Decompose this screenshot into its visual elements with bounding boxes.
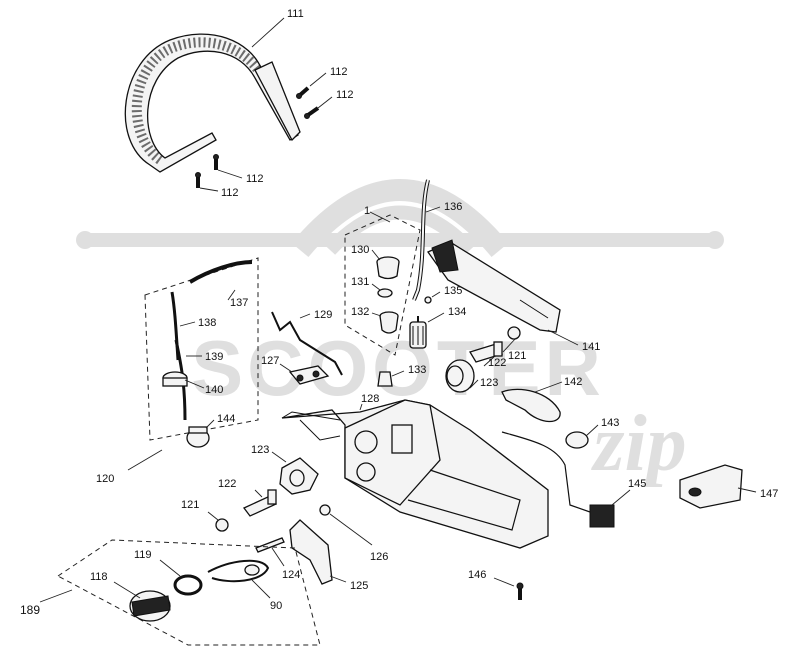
part-119-oring <box>173 574 203 596</box>
kit-box-120 <box>144 257 259 441</box>
label-112-b: 112 <box>336 89 354 101</box>
label-189: 189 <box>20 603 40 617</box>
label-139: 139 <box>205 351 223 363</box>
label-121-b: 121 <box>181 499 199 511</box>
label-133: 133 <box>408 364 426 376</box>
part-122-lower <box>242 489 278 517</box>
part-131 <box>377 288 393 298</box>
part-137 <box>188 260 253 284</box>
label-121-a: 121 <box>508 350 526 362</box>
part-136-fuel-line <box>412 179 430 301</box>
watermark-subtext: zip <box>590 400 686 488</box>
part-130 <box>376 256 400 280</box>
kit-box-189 <box>57 539 321 646</box>
part-145-switch <box>501 431 615 528</box>
label-137: 137 <box>230 297 248 309</box>
label-111: 111 <box>287 8 304 20</box>
label-128: 128 <box>361 393 379 405</box>
label-143: 143 <box>601 417 619 429</box>
label-1: 1 <box>364 205 370 217</box>
label-126: 126 <box>370 551 388 563</box>
screw-112a <box>296 86 310 99</box>
screw-112d <box>195 172 201 188</box>
part-125-trigger <box>289 519 333 585</box>
label-112-a: 112 <box>330 66 348 78</box>
part-135 <box>424 296 432 304</box>
part-143 <box>565 431 589 449</box>
part-118-cap <box>129 590 171 622</box>
part-132 <box>379 311 399 334</box>
label-120: 120 <box>96 473 114 485</box>
part-121-upper <box>507 326 521 340</box>
part-121-lower <box>215 518 229 532</box>
label-129: 129 <box>314 309 332 321</box>
label-132: 132 <box>351 306 369 318</box>
label-142: 142 <box>564 376 582 388</box>
part-90-strap <box>207 559 270 583</box>
part-142 <box>501 388 561 423</box>
label-123-a: 123 <box>480 377 498 389</box>
label-127: 127 <box>261 355 279 367</box>
label-118: 118 <box>90 571 108 583</box>
screw-112c <box>213 154 219 170</box>
label-131: 131 <box>351 276 369 288</box>
part-127 <box>288 365 330 385</box>
label-90: 90 <box>270 600 282 612</box>
label-140: 140 <box>205 384 223 396</box>
label-123-b: 123 <box>251 444 269 456</box>
part-129-linkage <box>271 311 343 376</box>
label-138: 138 <box>198 317 216 329</box>
label-112-c: 112 <box>246 173 264 185</box>
part-146-screw <box>516 582 524 600</box>
label-122-b: 122 <box>218 478 236 490</box>
label-130: 130 <box>351 244 369 256</box>
label-145: 145 <box>628 478 646 490</box>
front-handle-111 <box>124 33 301 173</box>
label-112-d: 112 <box>221 187 239 199</box>
part-123-lower <box>279 457 319 495</box>
label-141: 141 <box>582 341 600 353</box>
part-123-upper <box>445 359 475 393</box>
label-119: 119 <box>134 549 152 561</box>
label-125: 125 <box>350 580 368 592</box>
part-128-housing <box>281 399 549 549</box>
part-147 <box>679 464 743 509</box>
label-136: 136 <box>444 201 462 213</box>
part-126 <box>319 504 331 516</box>
label-144: 144 <box>217 413 235 425</box>
screw-112b <box>304 106 320 119</box>
label-146: 146 <box>468 569 486 581</box>
part-141-rear-handle <box>427 239 561 333</box>
part-134-fuel-filter <box>409 316 427 349</box>
part-133 <box>377 371 393 387</box>
label-147: 147 <box>760 488 778 500</box>
label-135: 135 <box>444 285 462 297</box>
label-122-a: 122 <box>488 357 506 369</box>
label-134: 134 <box>448 306 466 318</box>
part-122-upper <box>469 341 503 363</box>
part-144 <box>186 426 210 448</box>
kit-box-1 <box>344 214 421 356</box>
label-124: 124 <box>282 569 300 581</box>
part-140 <box>162 371 188 387</box>
part-124 <box>255 537 285 553</box>
